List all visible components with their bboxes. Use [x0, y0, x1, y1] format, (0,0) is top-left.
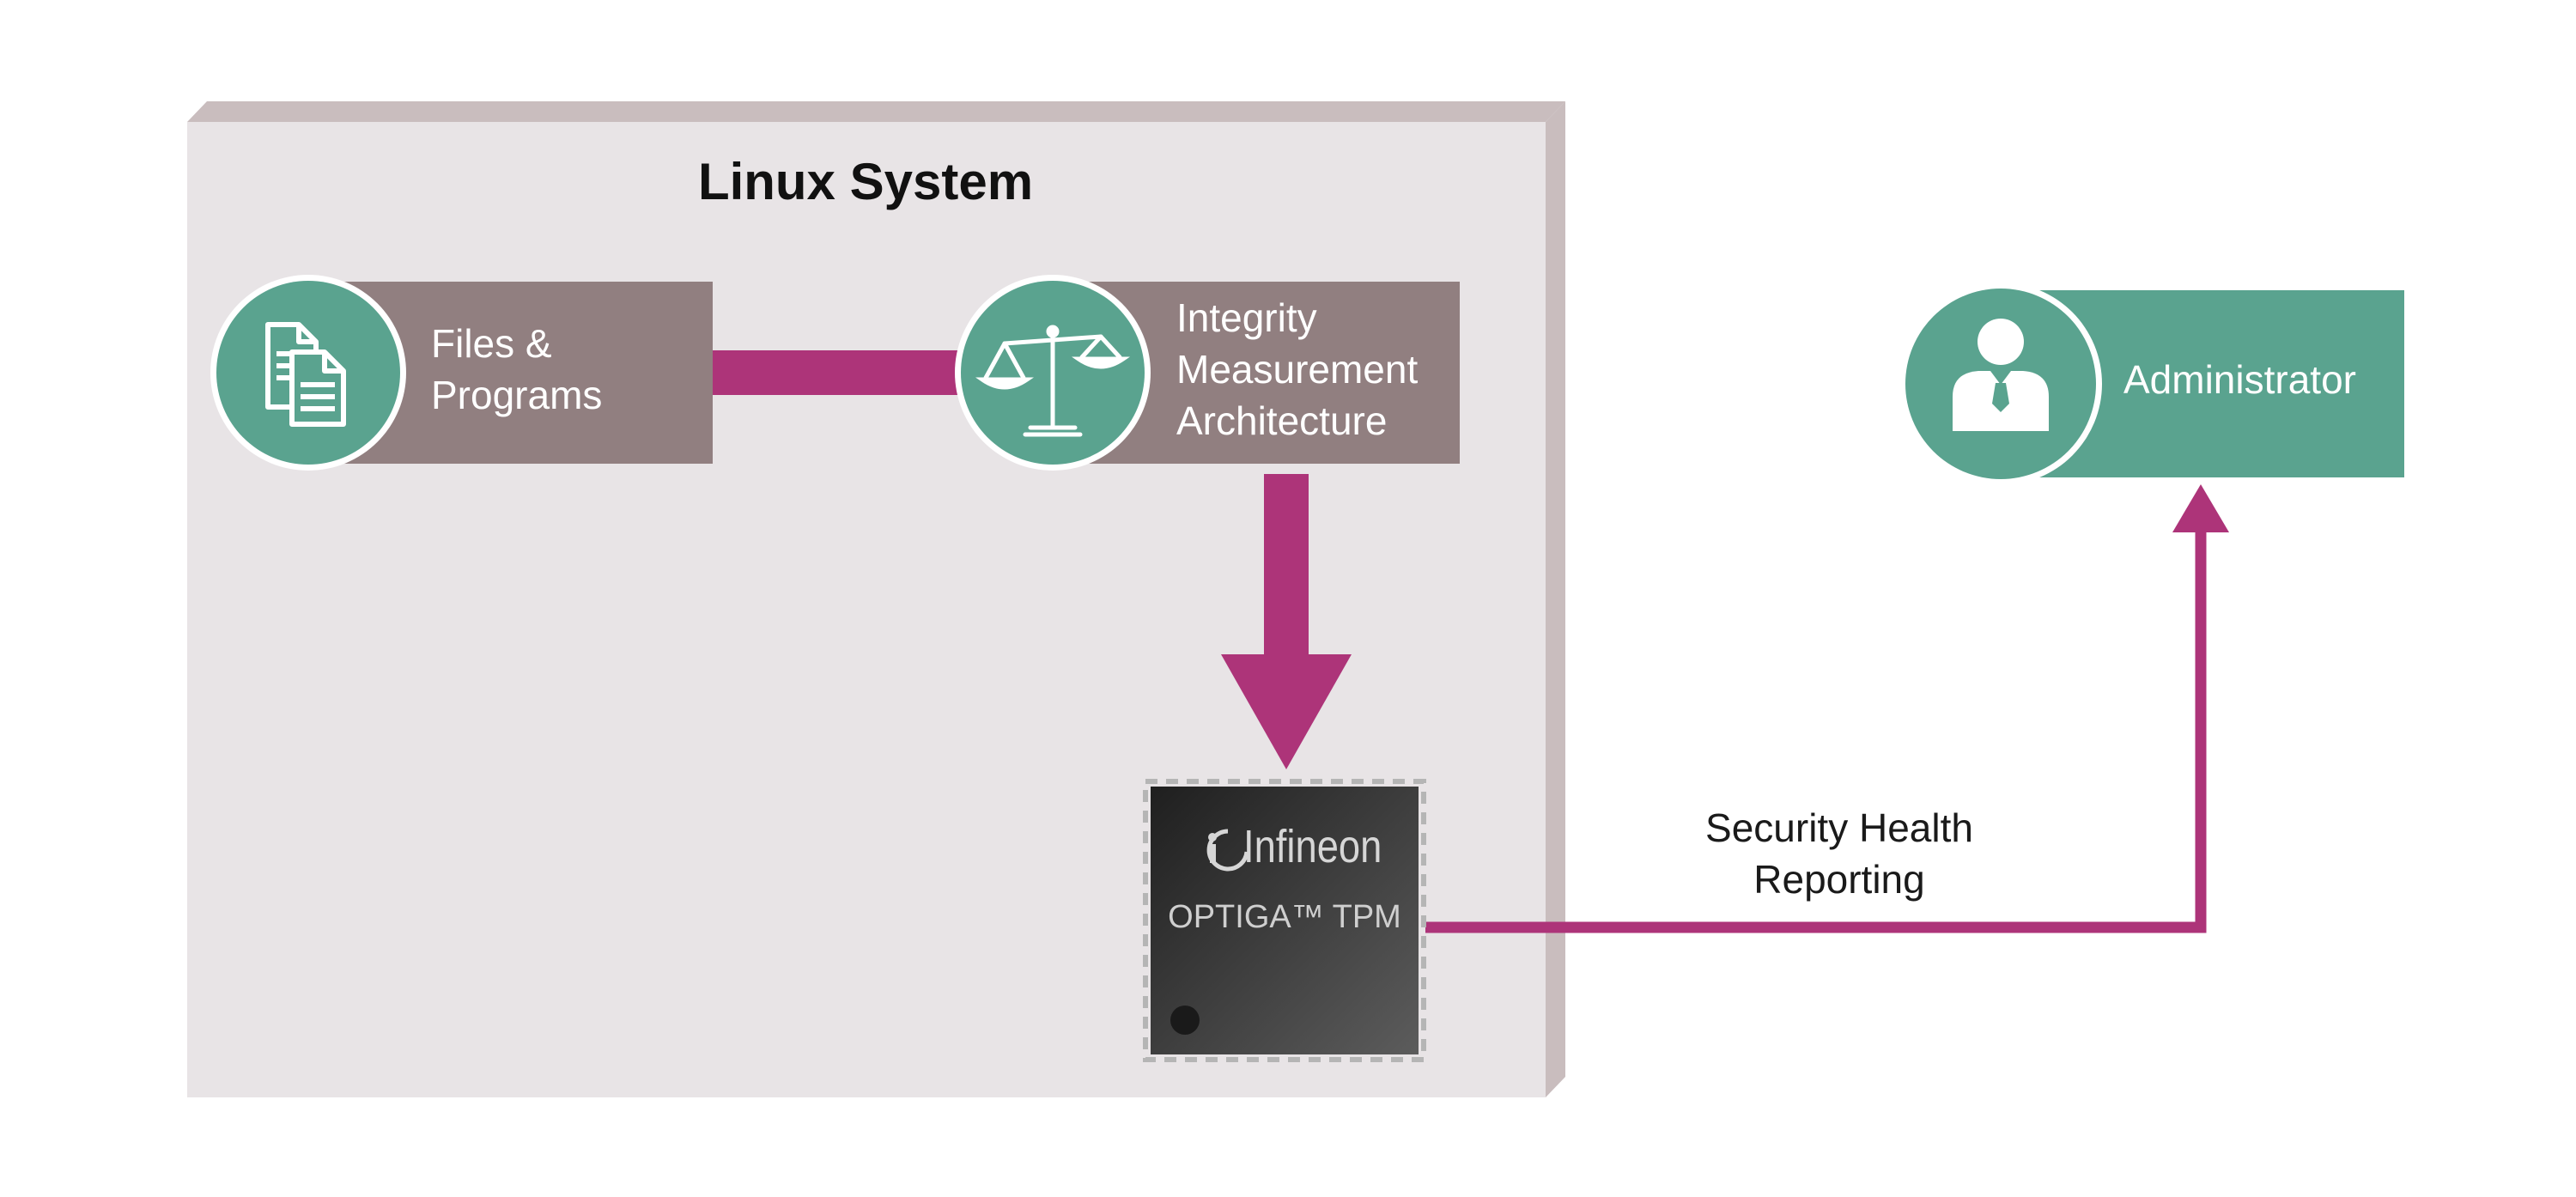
files-programs-node: Files & Programs [210, 275, 713, 471]
files-to-ima-connector [713, 350, 957, 395]
security-reporting-arrow [1425, 484, 2229, 933]
admin-label: Administrator [2123, 357, 2356, 402]
administrator-node: Administrator [1899, 283, 2404, 485]
user-admin-icon [1953, 319, 2049, 431]
ima-to-tpm-arrow [1221, 474, 1352, 769]
ima-label-line2: Measurement [1176, 347, 1418, 392]
balance-scale-icon [975, 325, 1131, 437]
system-title: Linux System [698, 153, 1033, 210]
ima-node: Integrity Measurement Architecture [955, 275, 1460, 471]
documents-icon [265, 322, 346, 427]
chip-model: OPTIGA™ TPM [1168, 899, 1401, 935]
chip-pins [1143, 779, 1426, 1062]
chip-brand: Infineon [1243, 820, 1382, 872]
tpm-chip: Infineon OPTIGA™ TPM [1143, 779, 1426, 1062]
files-label-line2: Programs [431, 373, 602, 417]
box-side-edge [1546, 101, 1565, 1097]
files-label-line1: Files & [431, 321, 552, 366]
report-label-line1: Security Health [1705, 805, 1973, 850]
ima-label-line1: Integrity [1176, 295, 1317, 340]
chip-pin1-dot [1170, 1006, 1200, 1035]
infineon-logo-icon [1206, 829, 1249, 872]
report-label-line2: Reporting [1753, 857, 1924, 902]
box-top-edge [187, 101, 1565, 122]
ima-label-line3: Architecture [1176, 398, 1387, 443]
